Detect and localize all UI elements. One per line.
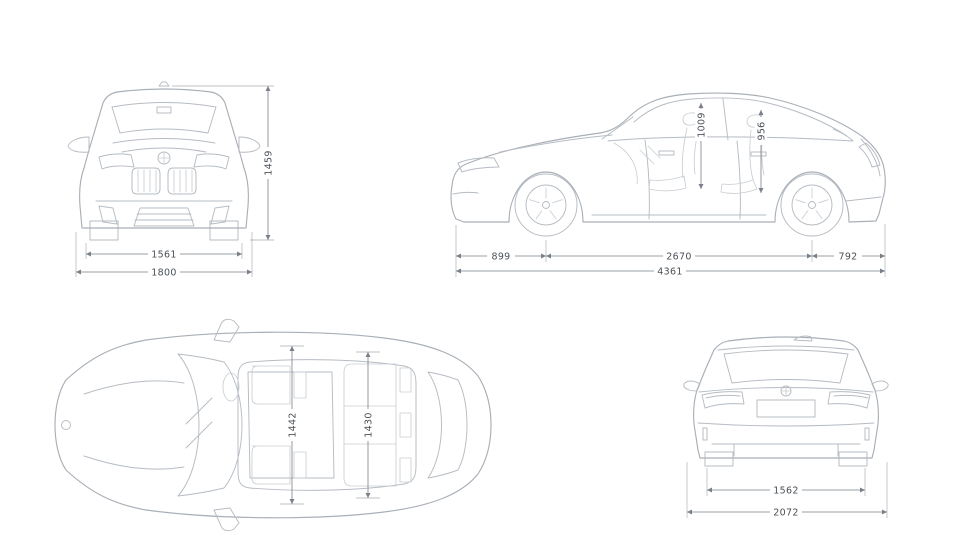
dim-label-bg <box>834 250 862 262</box>
dim-label-front-interior-width-group: 1442 <box>286 409 299 441</box>
dim-label-bg <box>148 248 180 260</box>
side-view-interior <box>613 112 765 194</box>
front-tire <box>514 173 578 237</box>
dim-label-rear-headroom: 956 <box>757 121 768 140</box>
front-dim-extension-lines <box>75 85 274 277</box>
dim-label-bg <box>770 506 802 518</box>
front-hub <box>542 201 550 209</box>
dim-label-rear-track: 1562 <box>773 486 798 497</box>
side-view: 1009 956 899 2670 792 4361 <box>450 92 886 278</box>
dim-label-bg <box>770 484 802 496</box>
front-wheel-spokes <box>529 187 563 220</box>
dim-label-width-incl-mirrors: 2072 <box>773 508 798 519</box>
dim-label-bg <box>148 266 180 278</box>
top-view-dimensions: 1442 1430 <box>280 345 380 505</box>
dim-label-overall-width: 1800 <box>151 268 176 279</box>
dim-label-overall-height-group: 1459 <box>262 147 275 179</box>
top-view: 1442 1430 <box>54 318 492 532</box>
front-view-grille-slats <box>137 169 193 193</box>
front-view-wheels <box>89 220 239 241</box>
dim-label-front-interior-width: 1442 <box>288 412 299 437</box>
dim-label-rear-overhang: 792 <box>838 252 857 263</box>
rear-view: 1562 2072 <box>683 335 889 519</box>
dim-label-bg <box>487 250 515 262</box>
dim-label-bg <box>755 117 767 145</box>
dim-label-wheelbase: 2670 <box>666 252 691 263</box>
rear-tire <box>780 173 844 237</box>
dim-label-bg <box>262 147 274 179</box>
dim-label-rear-headroom-group: 956 <box>755 117 768 145</box>
dim-label-bg <box>654 265 686 277</box>
dim-label-rear-interior-width: 1430 <box>364 412 375 437</box>
brand-roundel-top <box>61 420 71 430</box>
rear-dim-extension-lines <box>686 462 888 518</box>
steering-wheel-top <box>222 372 240 402</box>
dim-label-bg <box>286 409 298 441</box>
brand-roundel-rear-cross <box>780 385 792 397</box>
rear-rim <box>791 184 833 226</box>
dim-label-bg <box>695 109 707 141</box>
top-view-seats <box>251 363 412 487</box>
rear-view-body-outline <box>693 336 879 459</box>
rear-view-wheels <box>704 451 868 467</box>
dim-label-front-track: 1561 <box>151 250 176 261</box>
top-view-body-outline <box>54 331 492 519</box>
front-view-dimensions: 1561 1800 1459 <box>75 85 275 279</box>
rear-hub <box>808 201 816 209</box>
front-view-details <box>67 81 261 227</box>
front-rim <box>525 184 567 226</box>
side-view-front-wheel <box>514 173 578 237</box>
brand-roundel-front-cross <box>157 151 171 165</box>
dim-label-front-headroom: 1009 <box>697 112 708 137</box>
side-view-rear-wheel <box>780 173 844 237</box>
dim-label-overall-length: 4361 <box>657 267 682 278</box>
side-view-body-outline <box>450 92 886 223</box>
side-view-dimensions: 1009 956 899 2670 792 4361 <box>455 103 886 278</box>
rear-view-dimensions: 1562 2072 <box>686 462 888 519</box>
dim-label-overall-height: 1459 <box>264 150 275 175</box>
front-view-body-outline <box>79 88 249 229</box>
front-view: 1561 1800 1459 <box>67 81 275 279</box>
top-view-details <box>83 318 468 532</box>
rear-wheel-spokes <box>795 187 829 220</box>
dim-label-front-headroom-group: 1009 <box>695 109 708 141</box>
dim-label-rear-interior-width-group: 1430 <box>362 409 375 441</box>
dim-label-bg <box>663 250 695 262</box>
dim-label-front-overhang: 899 <box>491 252 510 263</box>
dim-label-bg <box>362 409 374 441</box>
side-view-details <box>452 97 882 220</box>
side-dim-extension-lines <box>455 224 886 277</box>
